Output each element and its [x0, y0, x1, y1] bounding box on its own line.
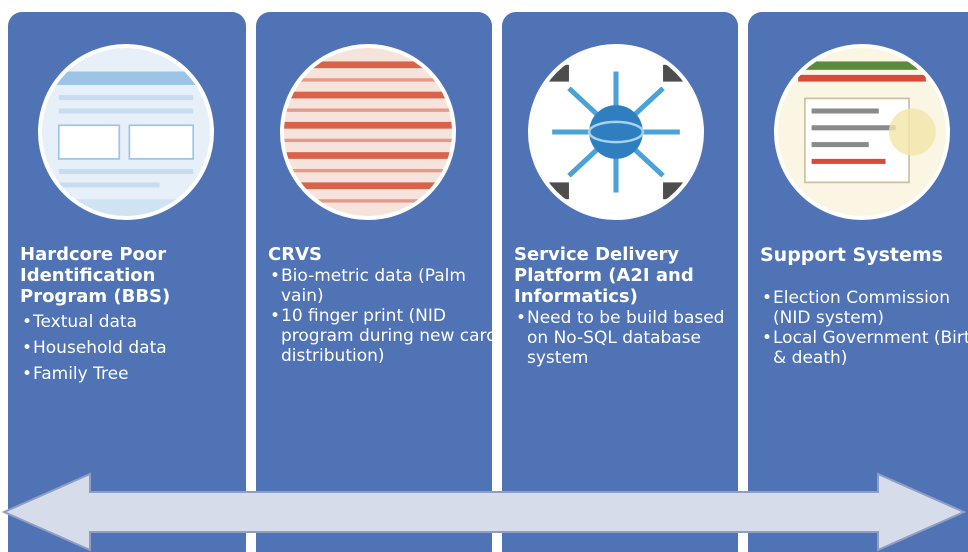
double-arrow-icon: [1, 472, 967, 552]
crvs-record-icon: [280, 44, 456, 220]
bullet-list: Need to be build based on No-SQL databas…: [516, 308, 744, 368]
bullet-list: Textual data Household data Family Tree: [22, 312, 250, 390]
panel-title: Support Systems: [760, 244, 943, 266]
panel-support-systems: Support Systems Election Commission (NID…: [748, 12, 968, 552]
bullet-list: Bio-metric data (Palm vain) 10 finger pr…: [270, 266, 498, 366]
panel-title: Service Delivery Platform (A2I and Infor…: [514, 244, 694, 307]
panel-title: Hardcore Poor Identification Program (BB…: [20, 244, 171, 307]
network-globe-icon: [528, 44, 704, 220]
bullet-item: Need to be build based on No-SQL databas…: [516, 308, 744, 368]
bullet-item: Bio-metric data (Palm vain): [270, 266, 498, 306]
panel-crvs: CRVS Bio-metric data (Palm vain) 10 fing…: [256, 12, 497, 552]
bullet-item: Household data: [22, 338, 250, 358]
bullet-item: Local Government (Birth & death): [762, 328, 968, 368]
bbs-form-icon: [38, 44, 214, 220]
panel-bbs: Hardcore Poor Identification Program (BB…: [8, 12, 246, 552]
bullet-item: Family Tree: [22, 364, 250, 384]
bullet-item: Election Commission (NID system): [762, 288, 968, 328]
id-card-icon: [774, 44, 950, 220]
panel-service-delivery: Service Delivery Platform (A2I and Infor…: [502, 12, 738, 552]
bullet-list: Election Commission (NID system) Local G…: [762, 288, 968, 368]
bullet-item: 10 finger print (NID program during new …: [270, 306, 498, 366]
bullet-item: Textual data: [22, 312, 250, 332]
panel-title: CRVS: [268, 244, 322, 265]
